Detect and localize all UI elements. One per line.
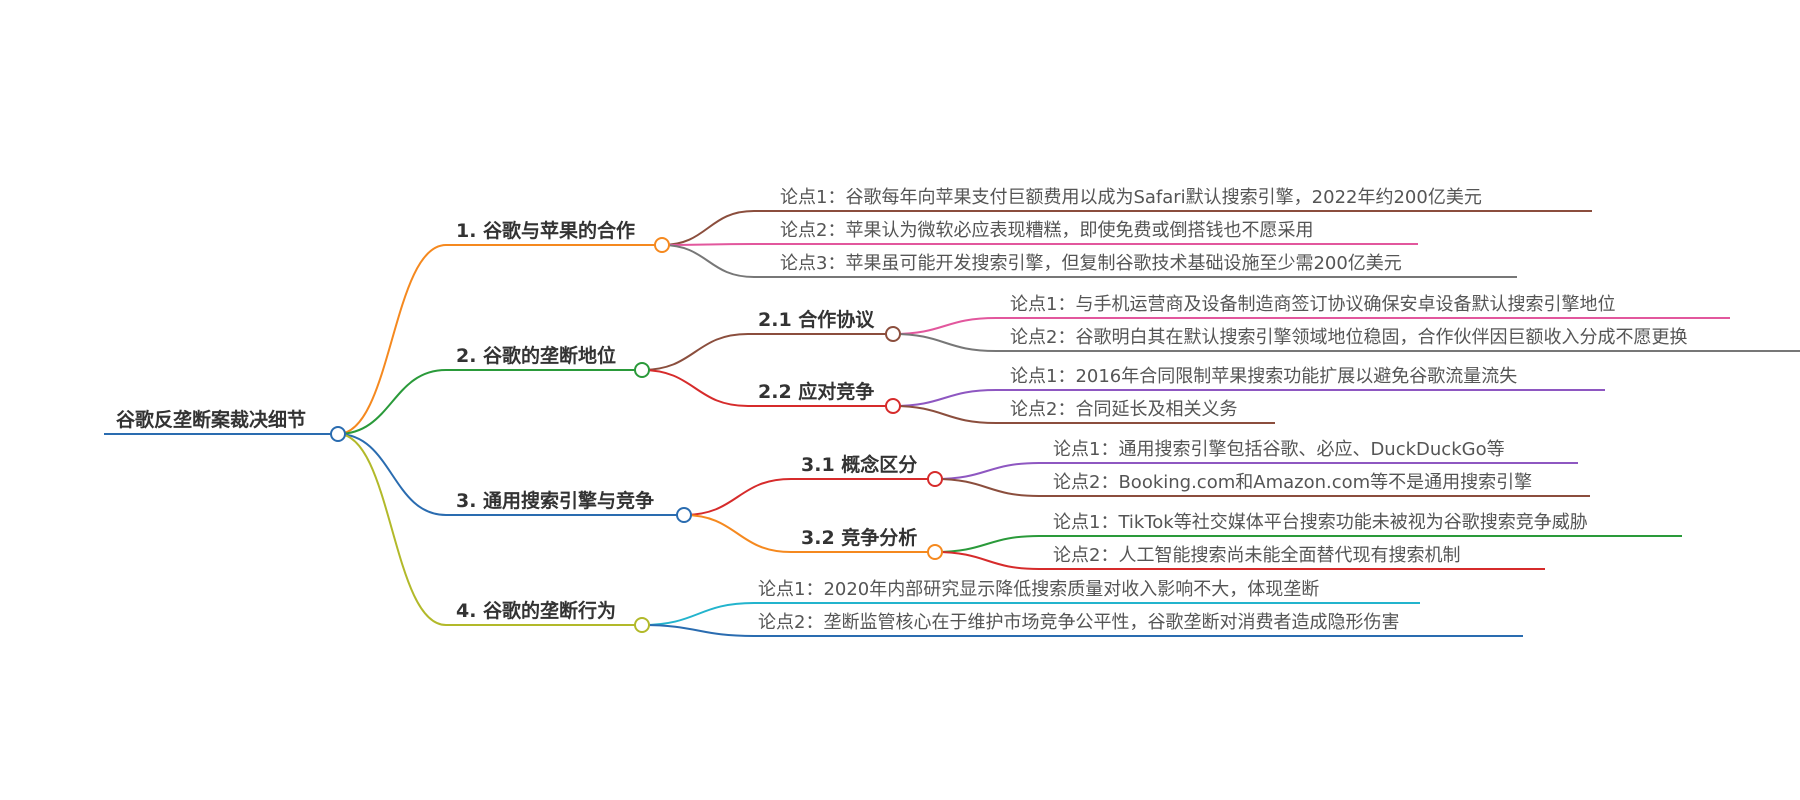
- sub-3-2-label: 3.2 竞争分析: [801, 526, 917, 549]
- sub-2-1-label: 2.1 合作协议: [758, 308, 875, 331]
- sub-2-2-point-1: 论点1：2016年合同限制苹果搜索功能扩展以避免谷歌流量流失: [1010, 366, 1517, 387]
- sub-connector: [683, 514, 792, 553]
- sub-connector: [641, 369, 749, 407]
- leaf-connector: [661, 243, 755, 246]
- branch-4-node[interactable]: [634, 617, 650, 633]
- sub-3-1-point-1: 论点1：通用搜索引擎包括谷歌、必应、DuckDuckGo等: [1053, 439, 1505, 460]
- branch-1-point-1: 论点1：谷歌每年向苹果支付巨额费用以成为Safari默认搜索引擎，2022年约2…: [780, 187, 1482, 208]
- sub-2-2-node[interactable]: [885, 398, 901, 414]
- leaf-connector: [661, 210, 755, 246]
- leaf-connector: [892, 317, 997, 335]
- sub-3-1-node[interactable]: [927, 471, 943, 487]
- sub-2-1-node[interactable]: [885, 326, 901, 342]
- sub-3-2-node[interactable]: [927, 544, 943, 560]
- leaf-connector: [892, 405, 997, 424]
- leaf-connector: [934, 535, 1040, 553]
- leaf-connector: [661, 244, 755, 278]
- branch-1-point-2: 论点2：苹果认为微软必应表现糟糕，即使免费或倒搭钱也不愿采用: [780, 220, 1313, 241]
- branch-2-node[interactable]: [634, 362, 650, 378]
- leaf-connector: [641, 602, 755, 626]
- branch-4-label: 4. 谷歌的垄断行为: [456, 599, 616, 622]
- branch-1-node[interactable]: [654, 237, 670, 253]
- branch-1-point-3: 论点3：苹果虽可能开发搜索引擎，但复制谷歌技术基础设施至少需200亿美元: [780, 253, 1402, 274]
- branch-connector: [337, 433, 447, 516]
- sub-3-2-point-1: 论点1：TikTok等社交媒体平台搜索功能未被视为谷歌搜索竞争威胁: [1053, 512, 1588, 533]
- branch-3-node[interactable]: [676, 507, 692, 523]
- branch-4-point-2: 论点2：垄断监管核心在于维护市场竞争公平性，谷歌垄断对消费者造成隐形伤害: [758, 612, 1399, 633]
- branch-3-label: 3. 通用搜索引擎与竞争: [456, 489, 654, 512]
- sub-2-2-point-2: 论点2：合同延长及相关义务: [1010, 399, 1237, 420]
- sub-2-1-point-2: 论点2：谷歌明白其在默认搜索引擎领域地位稳固，合作伙伴因巨额收入分成不愿更换: [1010, 327, 1687, 348]
- branch-connector: [337, 369, 447, 435]
- leaf-connector: [934, 478, 1040, 497]
- sub-connector: [683, 478, 792, 516]
- leaf-connector: [892, 389, 997, 407]
- sub-connector: [641, 333, 749, 371]
- branch-2-label: 2. 谷歌的垄断地位: [456, 344, 616, 367]
- sub-2-1-point-1: 论点1：与手机运营商及设备制造商签订协议确保安卓设备默认搜索引擎地位: [1010, 294, 1615, 315]
- root-node[interactable]: [330, 426, 346, 442]
- leaf-connector: [934, 551, 1040, 570]
- branch-connector: [337, 244, 447, 435]
- root-topic: 谷歌反垄断案裁决细节: [116, 408, 306, 431]
- branch-4-point-1: 论点1：2020年内部研究显示降低搜索质量对收入影响不大，体现垄断: [758, 579, 1319, 600]
- leaf-connector: [641, 624, 755, 637]
- sub-3-1-point-2: 论点2：Booking.com和Amazon.com等不是通用搜索引擎: [1053, 472, 1532, 493]
- leaf-connector: [934, 462, 1040, 480]
- sub-2-2-label: 2.2 应对竞争: [758, 380, 874, 403]
- leaf-connector: [892, 333, 997, 352]
- sub-3-1-label: 3.1 概念区分: [801, 453, 917, 476]
- sub-3-2-point-2: 论点2：人工智能搜索尚未能全面替代现有搜索机制: [1053, 545, 1460, 566]
- branch-connector: [337, 433, 447, 626]
- branch-1-label: 1. 谷歌与苹果的合作: [456, 219, 635, 242]
